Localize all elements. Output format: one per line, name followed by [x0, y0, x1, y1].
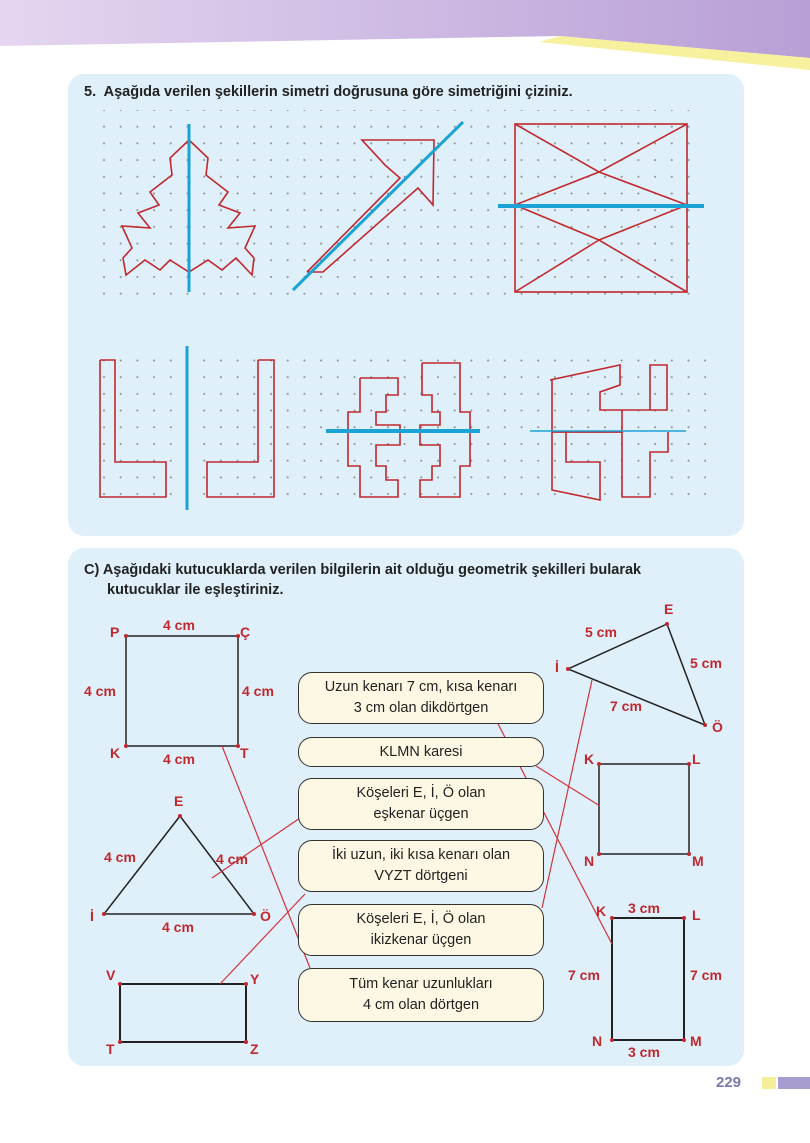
- match-line-2: [211, 817, 301, 879]
- dot-grid-bottom: [96, 348, 706, 508]
- box-text-2: eşkenar üçgen: [373, 806, 469, 822]
- box-text-1: Köşeleri E, İ, Ö olan: [356, 911, 486, 927]
- side-right: 4 cm: [216, 851, 248, 867]
- zigzag-figure: [347, 377, 401, 498]
- match-box-1[interactable]: Uzun kenarı 7 cm, kısa kenarı 3 cm olan …: [298, 672, 544, 724]
- vertex-l: L: [692, 907, 701, 923]
- box-text-2: VYZT dörtgeni: [374, 868, 468, 884]
- vertex-e: E: [174, 793, 183, 809]
- section-c-instruction: C) Aşağıdaki kutucuklarda verilen bilgil…: [84, 560, 734, 600]
- side-bottom: 4 cm: [163, 751, 195, 767]
- match-box-6[interactable]: Tüm kenar uzunlukları 4 cm olan dörtgen: [298, 968, 544, 1022]
- instruction-text-2: kutucuklar ile eşleştiriniz.: [107, 582, 284, 598]
- box-text-2: 3 cm olan dikdörtgen: [353, 700, 489, 716]
- match-line-5: [535, 765, 601, 807]
- box-text-1: Köşeleri E, İ, Ö olan: [356, 785, 486, 801]
- vertex-n: N: [584, 853, 594, 869]
- side-eo: 5 cm: [690, 655, 722, 671]
- exercise-5-instruction: 5. Aşağıda verilen şekillerin simetri do…: [84, 82, 573, 102]
- g-shape-figure-bottom: [551, 431, 669, 501]
- vertex-v: V: [106, 967, 116, 983]
- vertex-m: M: [690, 1033, 702, 1049]
- vertex-o: Ö: [260, 908, 271, 924]
- match-box-3[interactable]: Köşeleri E, İ, Ö olan eşkenar üçgen: [298, 778, 544, 830]
- side-top: 3 cm: [628, 900, 660, 916]
- vertex-i: İ: [90, 908, 94, 924]
- vertex-n: N: [592, 1033, 602, 1049]
- match-line-3: [219, 893, 306, 985]
- page-tab-purple: [778, 1077, 810, 1089]
- side-right: 7 cm: [690, 967, 722, 983]
- symmetry-axes: [185, 120, 704, 510]
- vertex-c: Ç: [240, 624, 250, 640]
- side-bottom: 4 cm: [162, 919, 194, 935]
- instruction-text-1: Aşağıdaki kutucuklarda verilen bilgileri…: [102, 562, 642, 578]
- side-left: 4 cm: [84, 683, 116, 699]
- square-pckt: [125, 635, 239, 747]
- box-text-1: Uzun kenarı 7 cm, kısa kenarı: [324, 679, 518, 695]
- hourglass-lines-low: [514, 204, 688, 241]
- vertex-e: E: [664, 601, 673, 617]
- side-top: 4 cm: [163, 617, 195, 633]
- exercise-number: 5.: [84, 84, 97, 100]
- l-shape-right: [206, 359, 275, 498]
- page-tab-yellow: [762, 1077, 776, 1089]
- side-bottom: 3 cm: [628, 1044, 660, 1060]
- box-text-2: ikizkenar üçgen: [370, 932, 472, 948]
- page-number: 229: [716, 1074, 742, 1091]
- vertex-t: T: [240, 745, 249, 761]
- box-text-1: İki uzun, iki kısa kenarı olan: [331, 847, 511, 863]
- vertex-l: L: [692, 751, 701, 767]
- vertex-o: Ö: [712, 719, 723, 735]
- rectangle-vyzt: [119, 983, 247, 1043]
- l-shape-left: [99, 359, 167, 498]
- vertex-m: M: [692, 853, 704, 869]
- match-box-2[interactable]: KLMN karesi: [298, 737, 544, 767]
- instruction-text: Aşağıda verilen şekillerin simetri doğru…: [103, 84, 573, 100]
- side-ei: 5 cm: [585, 624, 617, 640]
- vertex-k: K: [110, 745, 120, 761]
- arrow-figure: [306, 139, 435, 273]
- box-text-1: Tüm kenar uzunlukları: [349, 976, 493, 992]
- vertex-i: İ: [555, 659, 559, 675]
- vertex-t: T: [106, 1041, 115, 1057]
- rectangle-klmn: [611, 917, 685, 1041]
- side-right: 4 cm: [242, 683, 274, 699]
- match-box-5[interactable]: Köşeleri E, İ, Ö olan ikizkenar üçgen: [298, 904, 544, 956]
- hourglass-lines-mid: [514, 171, 688, 206]
- side-left: 7 cm: [568, 967, 600, 983]
- equilateral-triangle: [102, 814, 256, 915]
- match-line-1: [221, 745, 311, 969]
- vertex-k: K: [584, 751, 594, 767]
- vertex-k: K: [596, 903, 606, 919]
- section-letter: C): [84, 562, 100, 578]
- header-decoration: [0, 0, 810, 70]
- match-line-4: [541, 679, 593, 909]
- isosceles-triangle: [566, 622, 707, 727]
- vertex-y: Y: [250, 971, 260, 987]
- box-text-1: KLMN karesi: [379, 743, 463, 760]
- vertex-z: Z: [250, 1041, 259, 1057]
- axis-arrow: [291, 120, 465, 292]
- match-box-4[interactable]: İki uzun, iki kısa kenarı olan VYZT dört…: [298, 840, 544, 892]
- box-text-2: 4 cm olan dörtgen: [362, 997, 480, 1013]
- side-io: 7 cm: [610, 698, 642, 714]
- vertex-p: P: [110, 624, 119, 640]
- side-left: 4 cm: [104, 849, 136, 865]
- square-klmn: [598, 763, 690, 855]
